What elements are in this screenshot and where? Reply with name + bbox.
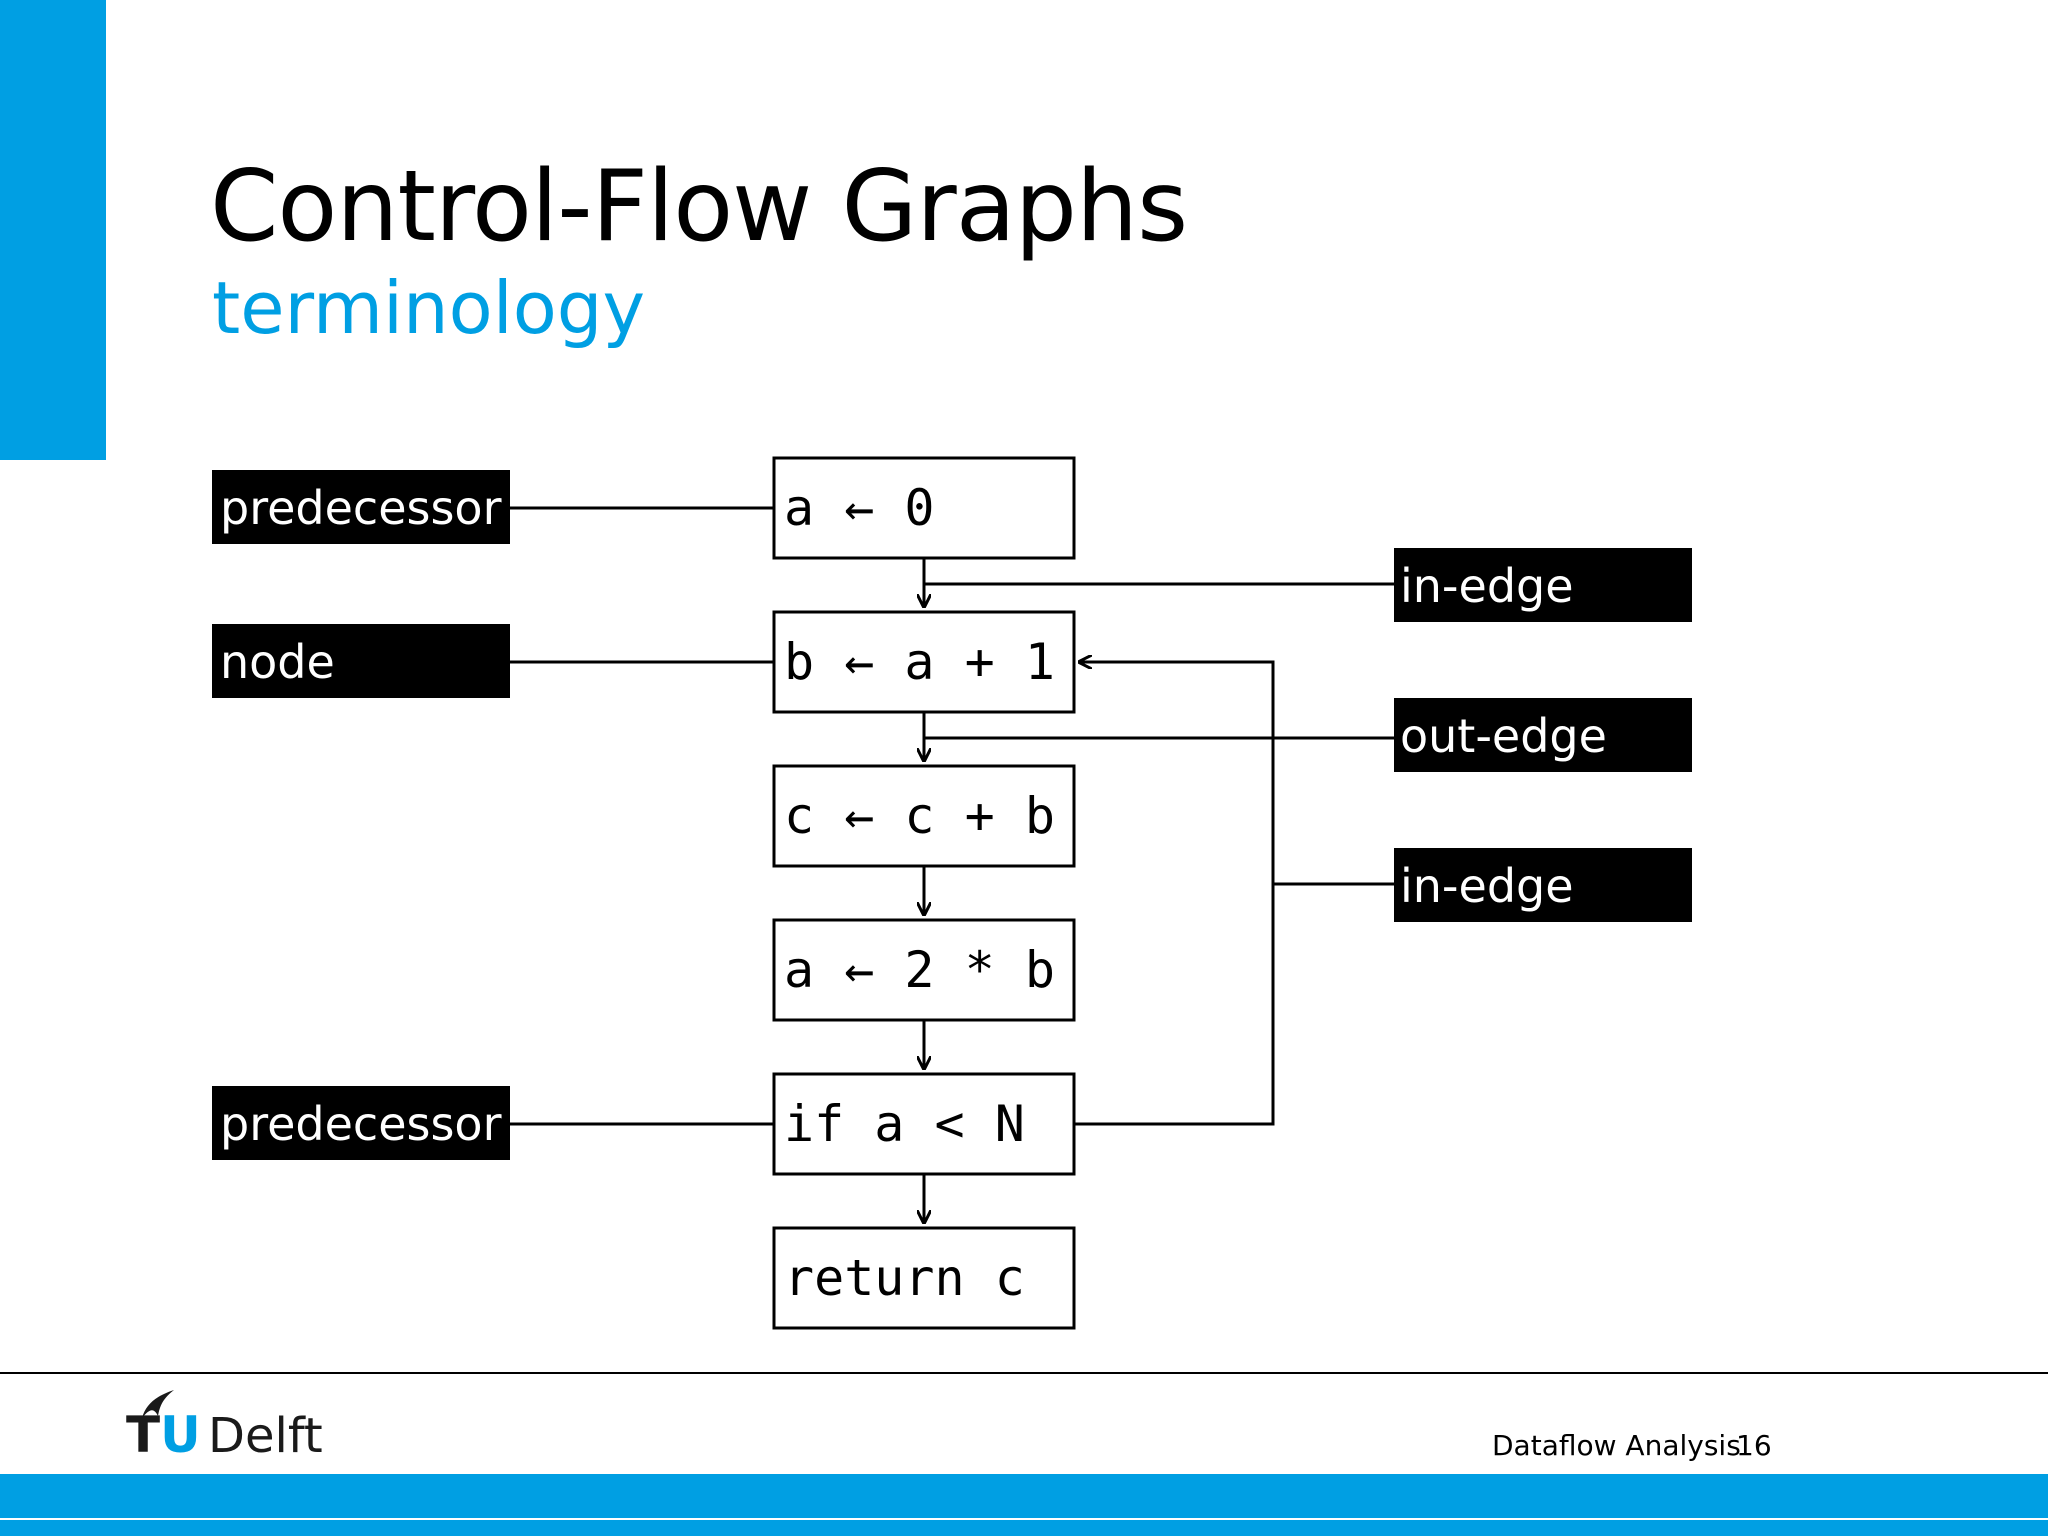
edge-n5-n2-backedge [1074,662,1275,1126]
label-in-edge-top: in-edge [1394,548,1692,622]
label-out-edge: out-edge [1394,698,1692,772]
node-code: c ← c + b [784,787,1055,845]
bottom-bar [0,1474,2048,1518]
logo-delft: Delft [208,1408,323,1464]
bottom-bar-thin [0,1520,2048,1536]
cfg-node: return c [772,1226,1076,1330]
label-node: node [212,624,510,698]
label-text: out-edge [1400,709,1607,763]
footer-divider [0,1372,2048,1374]
logo-tu: TUTU [126,1406,201,1464]
cfg-node: b ← a + 1 [772,610,1076,714]
label-text: in-edge [1400,559,1574,613]
cfg-node: a ← 0 [772,456,1076,560]
node-code: return c [784,1249,1025,1307]
slide-subtitle: terminology [212,266,646,350]
label-text: predecessor [220,1097,502,1151]
accent-bar [0,0,106,460]
flame-icon [142,1390,174,1418]
cfg-node: a ← 2 * b [772,918,1076,1022]
label-text: in-edge [1400,859,1574,913]
label-predecessor-top: predecessor [212,470,510,544]
node-code: a ← 2 * b [784,941,1055,999]
cfg-node: c ← c + b [772,764,1076,868]
node-code: if a < N [784,1095,1025,1153]
node-code: b ← a + 1 [784,633,1055,691]
node-code: a ← 0 [784,479,935,537]
footer-course: Dataflow Analysis [1492,1429,1741,1462]
cfg-diagram: a ← 0 b ← a + 1 c ← c + b a ← 2 * b if a… [212,456,1692,1330]
tu-delft-logo: TUTU Delft [126,1386,336,1466]
label-text: node [220,635,335,689]
label-in-edge-bottom: in-edge [1394,848,1692,922]
slide-title: Control-Flow Graphs [210,150,1188,264]
label-predecessor-bottom: predecessor [212,1086,510,1160]
cfg-node: if a < N [772,1072,1076,1176]
label-text: predecessor [220,481,502,535]
page-number: 16 [1736,1429,1772,1462]
